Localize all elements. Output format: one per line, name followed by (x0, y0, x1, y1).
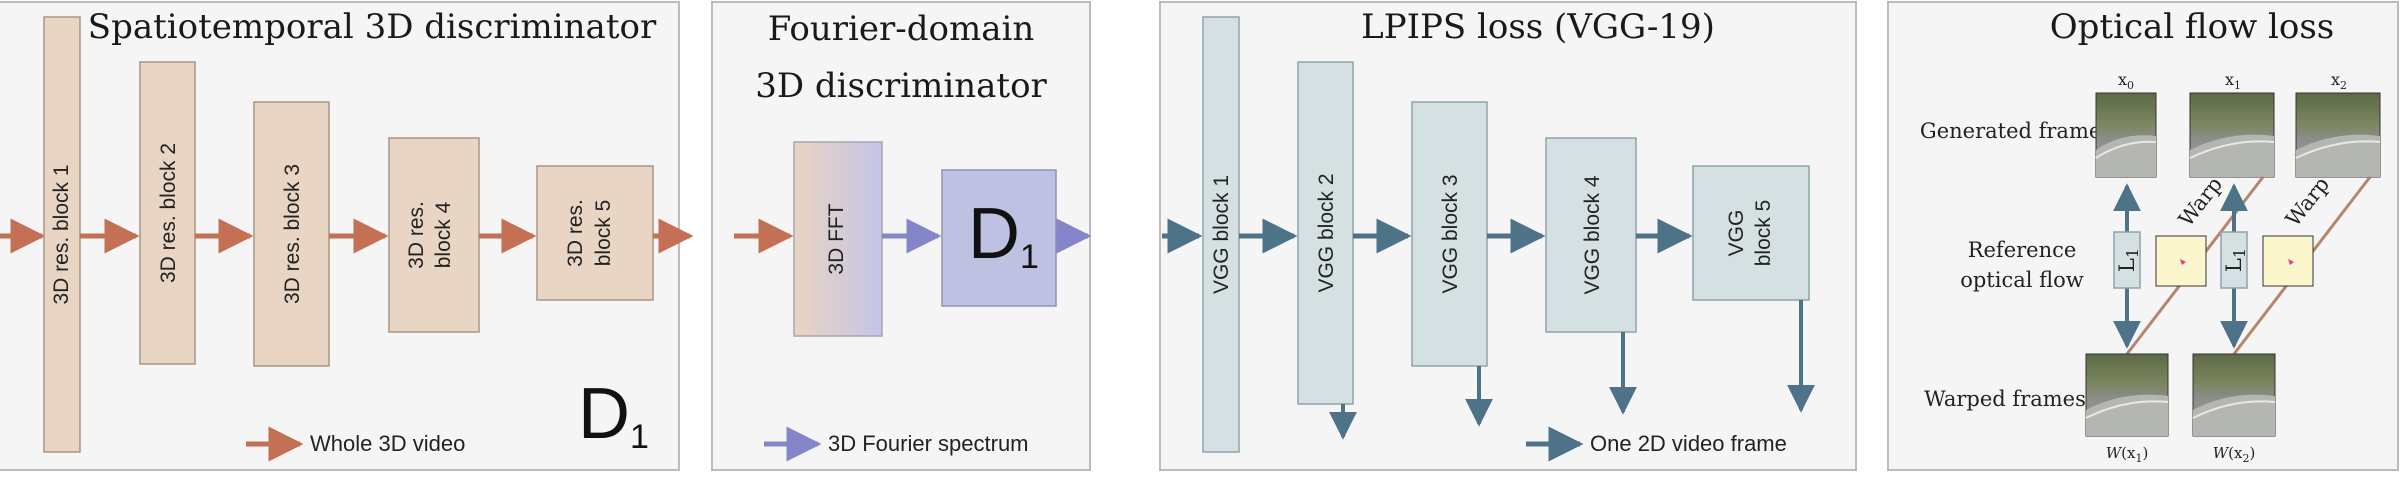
l1-label-1: L1 (2115, 248, 2142, 272)
warped-frame-x1 (2085, 353, 2169, 437)
panel-4-title: Optical flow loss (2050, 7, 2334, 47)
res-block-5-label-2: block 5 (592, 200, 615, 267)
l1-box-2 (2220, 231, 2248, 289)
fft-label: 3D FFT (825, 203, 848, 274)
generated-frame-x1 (2189, 92, 2275, 178)
warped-frame-x2 (2192, 353, 2276, 437)
flow-dot-icon-1 (2180, 259, 2186, 265)
warped-label-1: W(x1) (2106, 444, 2149, 465)
res-block-2: 3D res. block 2 (139, 61, 196, 365)
panel-2-title-line-2: 3D discriminator (755, 66, 1047, 106)
vgg-block-5-label-1: VGG (1725, 210, 1748, 257)
panel-2-title-line-1: Fourier-domain (768, 9, 1035, 49)
res-block-3: 3D res. block 3 (253, 101, 330, 367)
panel-1-title: Spatiotemporal 3D discriminator (88, 7, 657, 47)
panel-optical-flow-loss: Optical flow loss Generated frames Refer… (1887, 1, 2399, 471)
res-block-2-label: 3D res. block 2 (157, 143, 180, 283)
fourier-d1-label: D1 (968, 194, 1039, 276)
panel-3-title: LPIPS loss (VGG-19) (1361, 7, 1715, 47)
l1-label-2: L1 (2222, 248, 2249, 272)
generated-frame-x2 (2295, 92, 2381, 178)
panel-fourier-discriminator: Fourier-domain 3D discriminator 3D FFT D… (711, 1, 1092, 471)
vgg-block-1: VGG block 1 (1202, 16, 1240, 453)
res-block-1-label: 3D res. block 1 (50, 164, 73, 304)
legend-one-frame: One 2D video frame (1590, 431, 1787, 456)
vgg-block-4-label: VGG block 4 (1581, 175, 1604, 294)
row-label-reference-1: Reference (1968, 238, 2077, 262)
frame-label-x2: x2 (2331, 70, 2347, 92)
legend-whole-video: Whole 3D video (310, 431, 465, 456)
l1-box-1 (2113, 231, 2141, 289)
vgg-block-1-label: VGG block 1 (1210, 175, 1233, 294)
warped-label-2: W(x2) (2213, 444, 2256, 465)
panel-spatiotemporal-discriminator: Spatiotemporal 3D discriminator 3D res. … (0, 1, 694, 471)
res-block-1: 3D res. block 1 (43, 16, 81, 453)
res-block-3-label: 3D res. block 3 (281, 164, 304, 304)
vgg-block-2-label: VGG block 2 (1315, 173, 1338, 292)
vgg-block-5: VGG block 5 (1692, 165, 1810, 301)
vgg-block-3-label: VGG block 3 (1439, 174, 1462, 293)
fft-block: 3D FFT (793, 141, 883, 337)
res-block-5-label-1: 3D res. (564, 199, 587, 267)
legend-fourier-spectrum: 3D Fourier spectrum (828, 431, 1029, 456)
panel-lpips-loss: LPIPS loss (VGG-19) VGG block 1 VGG bloc… (1159, 1, 1857, 471)
generated-frame-x0 (2095, 92, 2157, 178)
vgg-block-4: VGG block 4 (1545, 137, 1637, 333)
flow-box-2 (2262, 235, 2314, 287)
vgg-block-2: VGG block 2 (1297, 61, 1354, 405)
res-block-4: 3D res. block 4 (388, 137, 480, 333)
fourier-d1-block: D1 (941, 169, 1057, 307)
discriminator-symbol: D1 (578, 374, 649, 456)
vgg-block-3: VGG block 3 (1411, 101, 1488, 367)
frame-label-x1: x1 (2225, 70, 2241, 92)
vgg-block-5-label-2: block 5 (1752, 200, 1775, 267)
res-block-5: 3D res. block 5 (536, 165, 654, 301)
flow-dot-icon-2 (2288, 259, 2294, 265)
res-block-4-label-2: block 4 (432, 201, 455, 268)
frame-label-x0: x0 (2118, 70, 2134, 92)
res-block-4-label-1: 3D res. (405, 201, 428, 269)
row-label-generated: Generated frames (1920, 119, 2112, 143)
row-label-reference-2: optical flow (1960, 268, 2084, 292)
row-label-warped: Warped frames (1924, 387, 2086, 411)
